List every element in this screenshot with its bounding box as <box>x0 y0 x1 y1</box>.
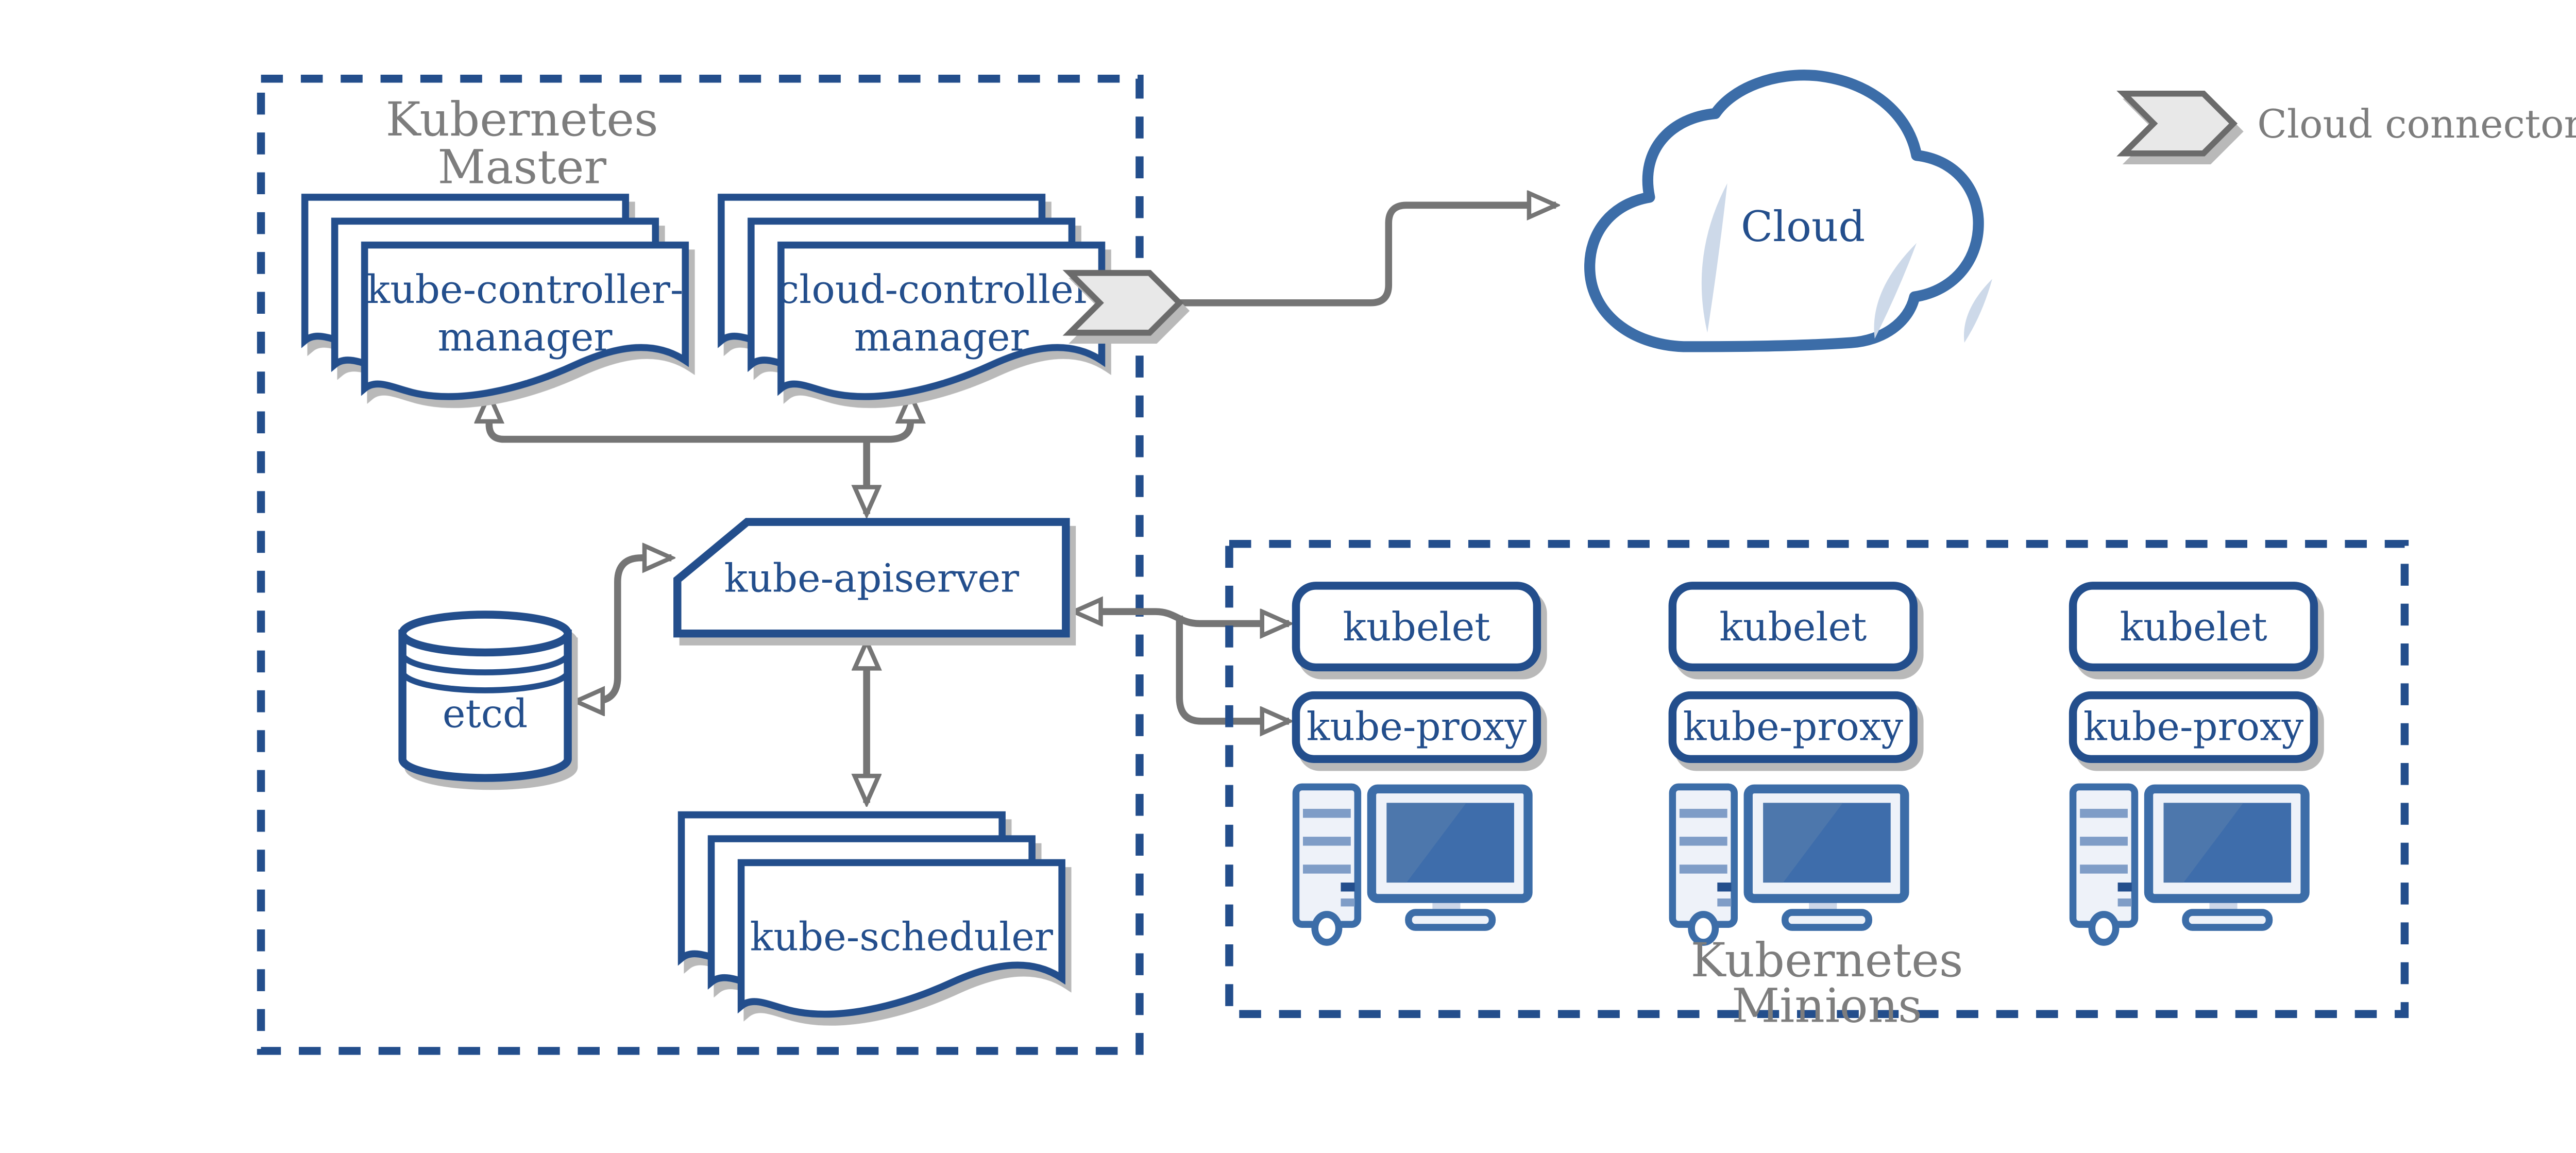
cloud-controller-manager-stack: cloud-controller- manager <box>721 197 1105 397</box>
kube-controller-manager-stack: kube-controller- manager <box>305 197 686 397</box>
kubernetes-architecture-diagram: Kubernetes Master kube-controller- manag… <box>257 70 2576 1055</box>
cloud-controller-manager-label-line2: manager <box>854 315 1029 360</box>
kube-controller-manager-label-line2: manager <box>438 315 613 360</box>
node-2-kubelet-label: kubelet <box>1719 604 1867 650</box>
node-1-kube-proxy-label: kube-proxy <box>1307 704 1527 750</box>
kube-scheduler-label: kube-scheduler <box>750 914 1054 960</box>
node-1-computer-icon <box>1292 783 1533 946</box>
master-title-line1: Kubernetes <box>386 93 658 147</box>
arrow-apiserver-to-etcd <box>576 558 672 701</box>
node-1: kubelet kube-proxy <box>1292 582 1541 946</box>
kube-scheduler-stack: kube-scheduler <box>682 815 1062 1014</box>
cloud-controller-manager-label-line1: cloud-controller- <box>777 267 1105 312</box>
connectors <box>489 205 1556 803</box>
kube-controller-manager-label-line1: kube-controller- <box>367 267 684 312</box>
minions-title-line1: Kubernetes <box>1691 934 1963 988</box>
node-2-kubelet-box <box>1668 582 1918 672</box>
minions-title-line2: Minions <box>1732 979 1922 1033</box>
cloud-highlight-1 <box>1701 183 1727 333</box>
node-1-kubelet-box <box>1292 582 1541 672</box>
node-2-kube-proxy-box <box>1668 691 1918 764</box>
cloud-shape: Cloud <box>1584 70 1992 352</box>
arrow-connector-to-cloud <box>1179 205 1556 307</box>
minions-boundary-box <box>1225 539 2409 1019</box>
kubernetes-architecture-page: Kubernetes Master kube-controller- manag… <box>257 70 2576 1055</box>
etcd-label: etcd <box>443 691 528 736</box>
cloud-label: Cloud <box>1741 203 1865 251</box>
kube-apiserver-box: kube-apiserver <box>673 518 1070 638</box>
legend-label: Cloud connector <box>2257 101 2576 147</box>
node-3-kubelet-box <box>2069 582 2318 672</box>
node-1-kubelet-label: kubelet <box>1343 604 1490 650</box>
node-2-kube-proxy-label: kube-proxy <box>1683 704 1904 750</box>
node-3-kube-proxy-box <box>2069 691 2318 764</box>
cloud-outline <box>1584 70 1984 352</box>
master-title-line2: Master <box>437 141 606 195</box>
cloud-connector-legend: Cloud connector <box>2116 90 2576 157</box>
node-3-kubelet-label: kubelet <box>2120 604 2267 650</box>
arrow-apiserver-to-kube-proxy <box>1176 615 1289 721</box>
cloud-highlight-3 <box>1963 279 1992 343</box>
node-3-computer-icon <box>2069 783 2310 946</box>
kube-apiserver-label: kube-apiserver <box>724 555 1020 601</box>
node-3: kubelet kube-proxy <box>2069 582 2318 946</box>
master-title: Kubernetes Master <box>386 93 658 195</box>
cloud-connector-chevron-icon <box>1062 269 1184 336</box>
node-1-kube-proxy-box <box>1292 691 1541 764</box>
legend-chevron-icon <box>2116 90 2238 157</box>
node-2: kubelet kube-proxy <box>1668 582 1918 946</box>
minions-title: Kubernetes Minions <box>1691 934 1963 1033</box>
etcd-cylinder: etcd <box>398 611 572 782</box>
arrow-apiserver-to-controller-managers <box>489 395 910 443</box>
master-boundary-box <box>257 75 1144 1055</box>
cloud-highlight-2 <box>1874 243 1917 339</box>
node-2-computer-icon <box>1669 783 1909 946</box>
node-3-kube-proxy-label: kube-proxy <box>2083 704 2304 750</box>
